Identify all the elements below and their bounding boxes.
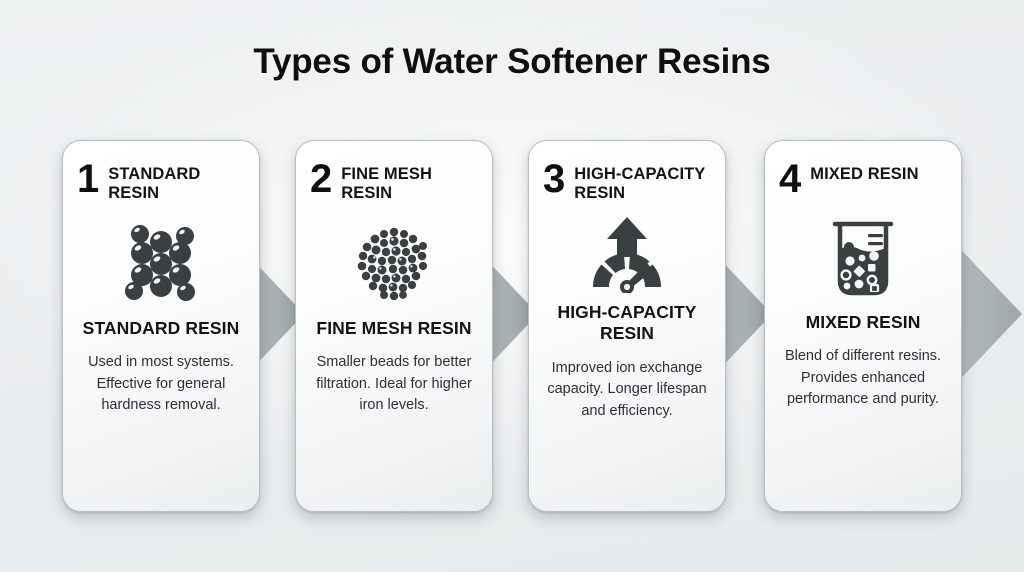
card-description: Improved ion exchange capacity. Longer l… bbox=[547, 359, 707, 419]
card-kicker: STANDARD RESIN bbox=[108, 165, 201, 203]
card-header: 3 HIGH-CAPACITY RESIN bbox=[529, 141, 725, 204]
card-description: Used in most systems. Effective for gene… bbox=[88, 354, 234, 414]
card-kicker: FINE MESH RESIN bbox=[341, 165, 432, 203]
card-kicker: MIXED RESIN bbox=[810, 165, 919, 183]
card-number: 3 bbox=[543, 157, 566, 201]
card-header: 1 STANDARD RESIN bbox=[63, 141, 259, 204]
card-mixed-resin[interactable]: 4 MIXED RESIN bbox=[764, 140, 962, 512]
gauge-up-arrow-icon bbox=[529, 212, 725, 294]
card-description: Blend of different resins. Provides enha… bbox=[784, 348, 942, 408]
card-number: 1 bbox=[77, 157, 100, 201]
card-description: Smaller beads for better filtration. Ide… bbox=[316, 354, 472, 414]
card-fine-mesh-resin[interactable]: 2 FINE MESH RESIN bbox=[295, 140, 493, 512]
resin-beads-cluster-icon bbox=[63, 218, 259, 310]
card-title: FINE MESH RESIN bbox=[316, 317, 472, 338]
card-title: MIXED RESIN bbox=[805, 311, 921, 332]
card-kicker: HIGH-CAPACITY RESIN bbox=[574, 165, 706, 203]
card-header: 2 FINE MESH RESIN bbox=[296, 141, 492, 204]
card-header: 4 MIXED RESIN bbox=[765, 141, 961, 201]
card-number: 4 bbox=[779, 157, 802, 201]
card-high-capacity-resin[interactable]: 3 HIGH-CAPACITY RESIN HI bbox=[528, 140, 726, 512]
page-title: Types of Water Softener Resins bbox=[253, 42, 771, 81]
card-title: HIGH-CAPACITY RESIN bbox=[557, 301, 697, 344]
fine-mesh-beads-icon bbox=[296, 218, 492, 310]
card-title: STANDARD RESIN bbox=[82, 317, 240, 338]
beaker-mixed-particles-icon bbox=[765, 212, 961, 304]
process-flow: 1 STANDARD RESIN bbox=[0, 140, 1024, 520]
card-number: 2 bbox=[310, 157, 333, 201]
card-standard-resin[interactable]: 1 STANDARD RESIN bbox=[62, 140, 260, 512]
